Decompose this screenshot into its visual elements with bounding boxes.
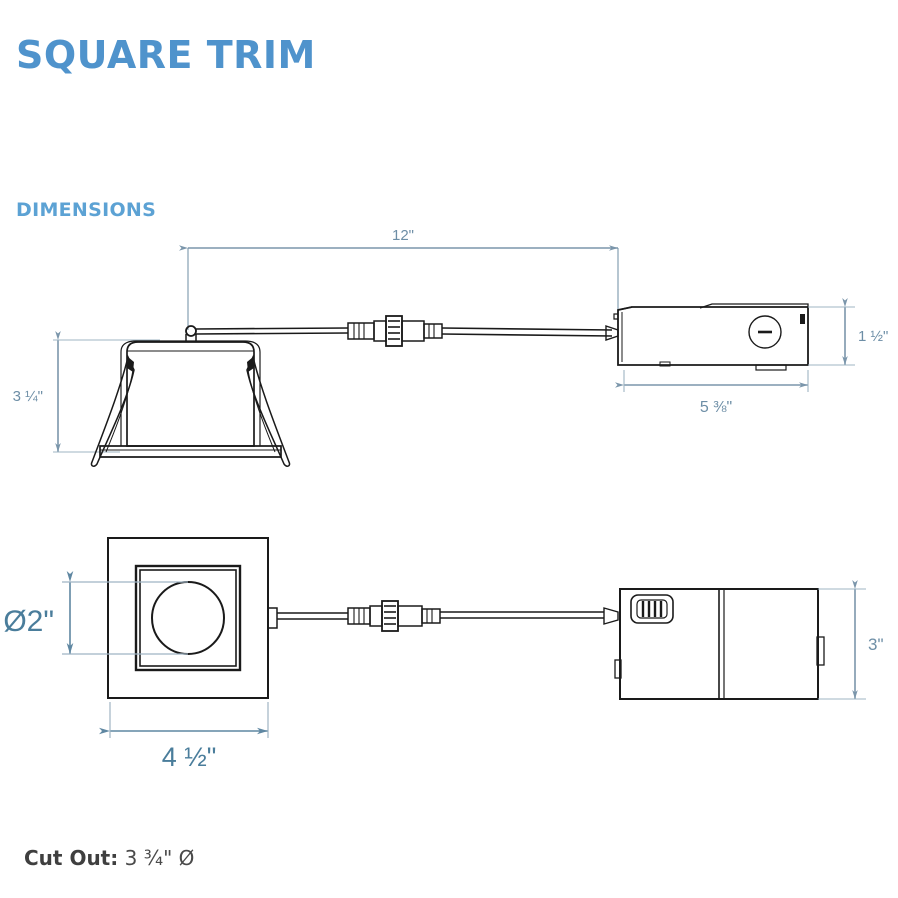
cutout-value: 3 ¾" Ø <box>124 846 195 870</box>
dimension-driver-width: 3" <box>818 580 884 700</box>
dimension-label-aperture-diameter: Ø2" <box>3 605 54 638</box>
driver-foot-left <box>659 361 671 367</box>
trim-housing-body <box>126 341 255 447</box>
trim-outer-square <box>107 537 269 699</box>
round-aperture <box>151 581 225 655</box>
trim-inner-square-outer <box>134 564 242 672</box>
quick-connector-lower <box>347 600 441 632</box>
dimension-label-trim-height: 3 ¼" <box>13 388 43 405</box>
dimensions-heading: DIMENSIONS <box>16 199 157 221</box>
wire-lead-upper-right <box>441 325 619 341</box>
trim-housing-outline <box>120 340 261 446</box>
driver-vent-outer <box>630 594 674 624</box>
driver-wire-port <box>613 313 618 320</box>
spring-clip-left <box>90 354 135 467</box>
side-elevation-view: 12" 3 ¼" <box>13 227 888 467</box>
driver-box-outline <box>617 306 809 366</box>
connector-body-right <box>401 320 425 342</box>
cutout-note: Cut Out: 3 ¾" Ø <box>24 846 194 870</box>
wire-lead-lower <box>277 612 348 620</box>
spring-clip-right <box>246 354 291 467</box>
wire-strain-relief-upper <box>605 325 619 341</box>
wire-segment-c <box>441 327 613 331</box>
spring-clip-right-inner <box>247 369 276 453</box>
dimension-driver-length: 5 ⅜" <box>615 370 809 416</box>
dimension-label-driver-width: 3" <box>868 635 884 654</box>
connector-sleeve-left <box>347 322 375 340</box>
driver-tab-left-plan <box>614 659 622 679</box>
wire-lead-upper <box>195 327 349 335</box>
connector-body-left-lower <box>369 605 383 627</box>
dimension-label-overall-length: 12" <box>392 227 414 244</box>
connector-sleeve-right <box>423 323 443 339</box>
dimension-label-driver-height: 1 ½" <box>858 328 888 345</box>
connector-sleeve-right-lower <box>421 608 441 624</box>
trim-inner-square-inner <box>139 569 237 667</box>
page-title: SQUARE TRIM <box>16 33 316 77</box>
plan-face-view: Ø2" 4 ½" <box>3 537 884 772</box>
trim-flange <box>99 445 282 458</box>
cutout-label: Cut Out: <box>24 846 119 870</box>
spring-clip-right-pivot <box>247 357 254 372</box>
wire-loop-legs <box>185 334 197 342</box>
connector-body-right-lower <box>397 605 423 627</box>
wire-segment-d <box>441 333 613 337</box>
trim-wire-exit <box>267 607 278 629</box>
dimension-trim-width: 4 ½" <box>99 702 269 772</box>
spring-clip-left-pivot <box>127 357 134 372</box>
dimension-trim-height: 3 ¼" <box>13 331 160 453</box>
driver-box-top-step <box>699 303 809 309</box>
dimension-label-driver-length: 5 ⅜" <box>700 399 732 416</box>
wire-strain-relief-lower <box>603 607 619 625</box>
driver-box-bevel <box>617 306 633 311</box>
wire-segment-b <box>195 332 349 335</box>
dimension-aperture-diameter: Ø2" <box>3 571 188 655</box>
driver-knockout-circle <box>748 315 782 349</box>
quick-connector-upper <box>347 315 443 347</box>
driver-vent-inner <box>636 599 668 619</box>
led-driver-box-plan <box>614 588 825 700</box>
driver-tab-right-plan <box>816 636 825 666</box>
wire-segment-a <box>195 327 349 330</box>
led-driver-box-side <box>613 303 809 371</box>
wire-lead-lower-right <box>440 607 619 625</box>
dimension-driver-height: 1 ½" <box>808 298 888 366</box>
recessed-trim-housing <box>90 325 291 467</box>
spring-clip-left-inner <box>105 369 134 453</box>
driver-tab-right <box>800 314 805 324</box>
square-trim-face <box>107 537 278 699</box>
wire-loop <box>185 325 197 337</box>
dimension-label-trim-width: 4 ½" <box>162 742 217 772</box>
dimension-overall-length: 12" <box>179 227 619 330</box>
driver-foot-right <box>755 364 787 371</box>
connector-body-left <box>373 320 387 342</box>
